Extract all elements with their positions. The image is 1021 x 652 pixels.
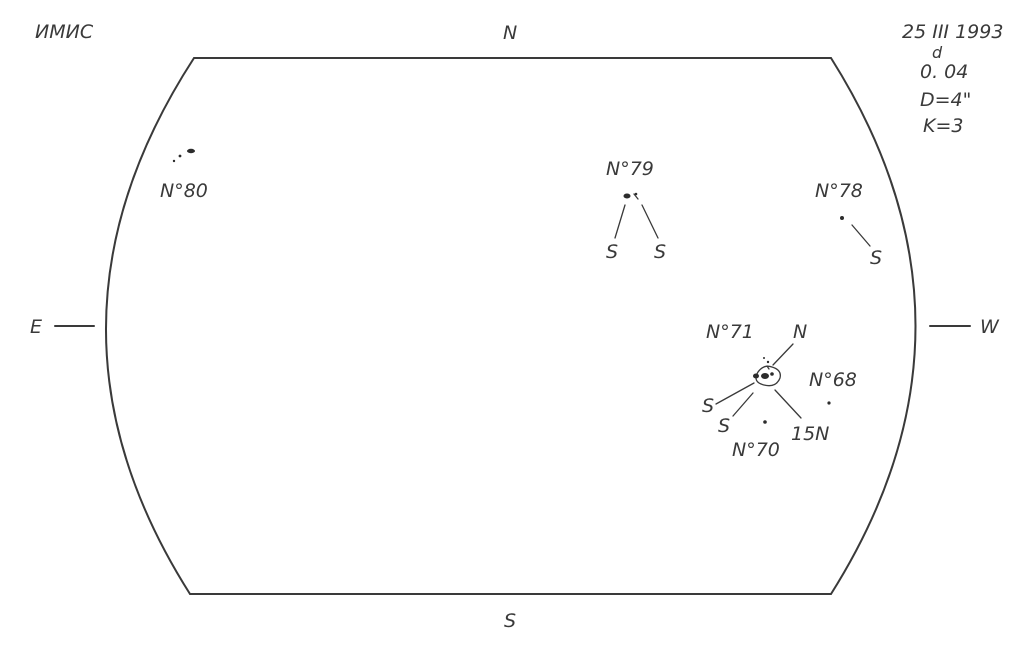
- group-70-label: N°70: [732, 439, 780, 461]
- k-coefficient: K=3: [923, 115, 963, 137]
- group-78-polarity: S: [870, 247, 882, 269]
- group-71-polarity-s1-line: [715, 382, 755, 405]
- group-79-label: N°79: [606, 158, 654, 180]
- group-71-polarity-n-line: [772, 343, 794, 366]
- sunspot-group-70: N°70: [732, 420, 780, 461]
- group-71-polarity-s2-line: [732, 392, 754, 417]
- observation-date: 25 III 1993: [902, 21, 1003, 43]
- group-79-polarity-right: S: [654, 241, 666, 263]
- group-78-label: N°78: [815, 180, 863, 202]
- image-diameter: D=4": [920, 89, 971, 111]
- group-79-polarity-left: S: [606, 241, 618, 263]
- group-71-polarity-s2: S: [718, 415, 730, 437]
- sunspot-group-68: N°68: [809, 369, 857, 405]
- group-68-label: N°68: [809, 369, 857, 391]
- sunspot-group-80: N°80: [160, 148, 208, 202]
- observation-time: 0. 04: [920, 61, 968, 83]
- time-superscript: d: [932, 43, 943, 62]
- group-80-label: N°80: [160, 180, 208, 202]
- sunspot-group-71: N°71 N S S 15N: [702, 321, 829, 445]
- group-71-extra-line: [774, 389, 802, 419]
- institute-label: ИМИС: [35, 21, 94, 43]
- group-79-polarity-line-left: [614, 204, 626, 239]
- sunspot-group-79: N°79 S S: [606, 158, 666, 263]
- compass-south: S: [504, 610, 516, 632]
- compass-north: N: [503, 22, 517, 44]
- sunspot-group-78: N°78 S: [815, 180, 882, 269]
- compass-west: W: [980, 316, 1000, 338]
- group-71-extra: 15N: [791, 423, 829, 445]
- group-71-polarity-n: N: [793, 321, 807, 343]
- solar-disk-outline: [105, 57, 917, 595]
- group-71-label: N°71: [706, 321, 754, 343]
- group-78-polarity-line: [851, 224, 871, 247]
- group-71-polarity-s1: S: [702, 395, 714, 417]
- compass-east: E: [30, 316, 42, 338]
- group-79-polarity-line-right: [641, 204, 659, 239]
